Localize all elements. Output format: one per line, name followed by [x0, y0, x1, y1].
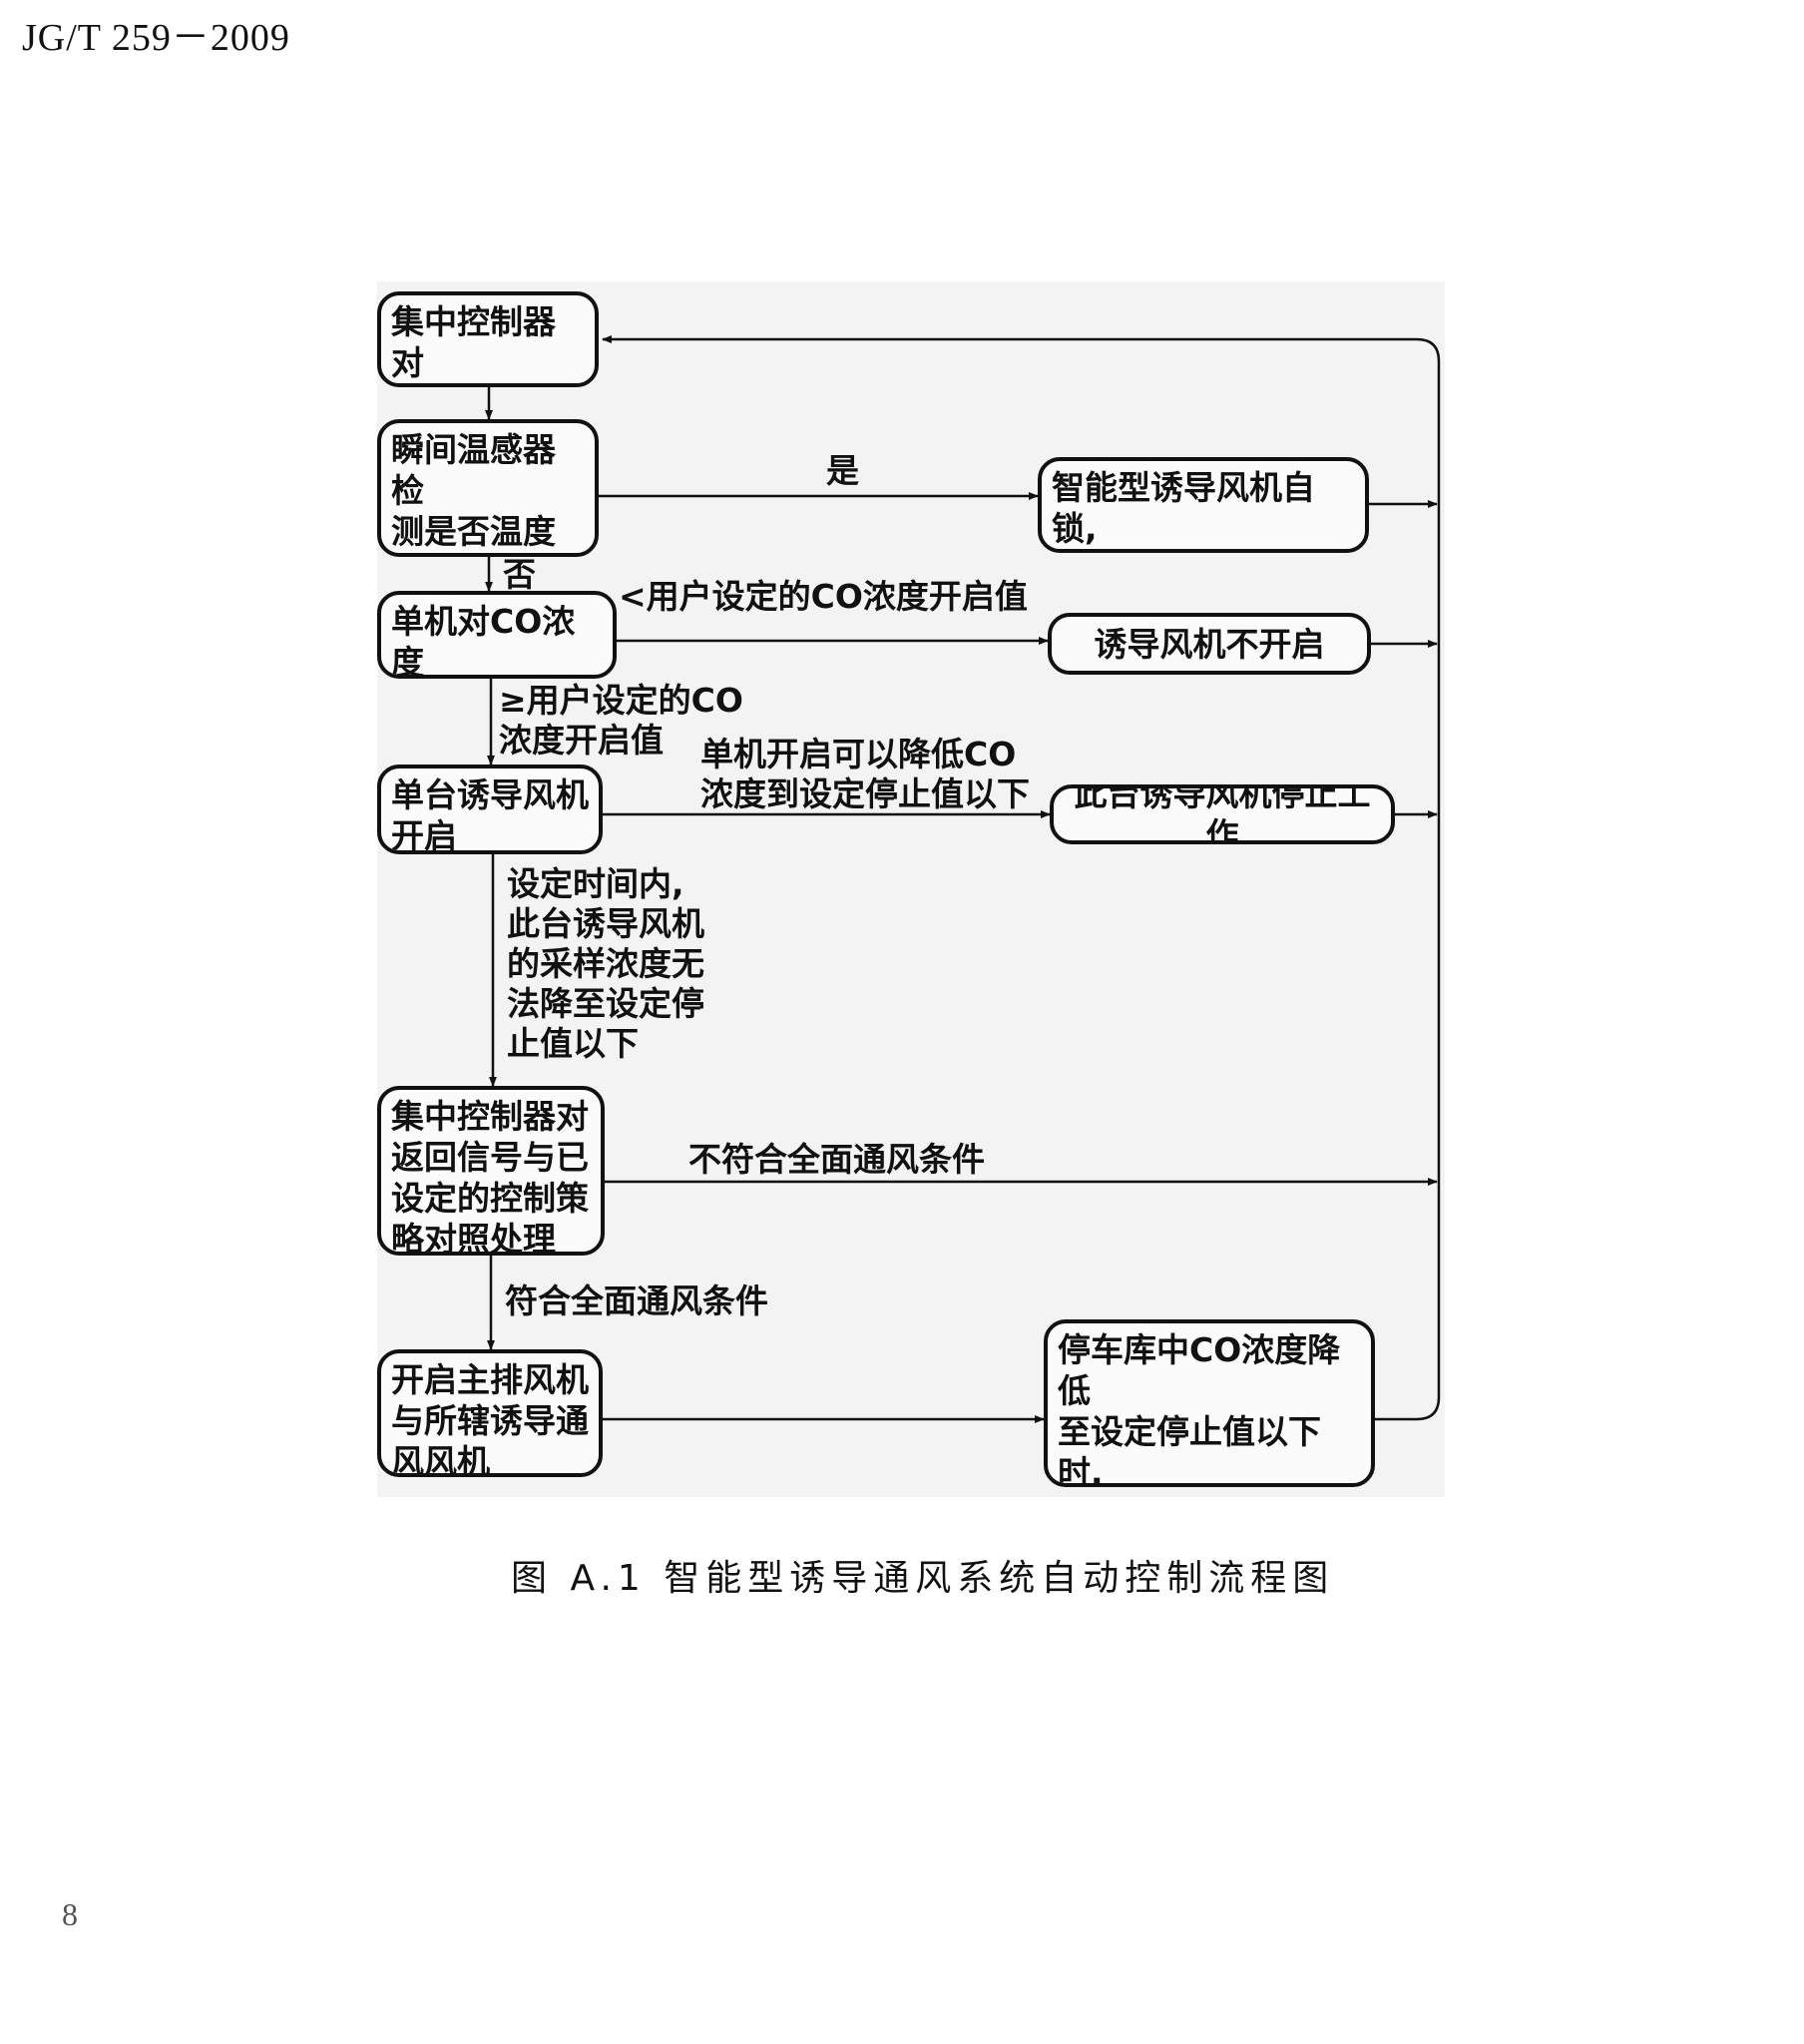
- node-main-on: 开启主排风机 与所辖诱导通 风风机: [377, 1349, 603, 1477]
- node-address: 集中控制器对 诱导风机寻址: [377, 291, 599, 387]
- node-self-lock: 智能型诱导风机自锁, 三十分钟后自动恢复: [1038, 457, 1369, 553]
- edge-label-can-reduce: 单机开启可以降低CO 浓度到设定停止值以下: [700, 735, 1030, 813]
- edge-label-no: 否: [503, 555, 536, 594]
- node-co-sample: 单机对CO浓度 进行采样: [377, 591, 617, 679]
- edge-label-below-threshold: <用户设定的CO浓度开启值: [619, 577, 1028, 616]
- edge-label-meet: 符合全面通风条件: [505, 1281, 768, 1320]
- page-number: 8: [62, 1896, 78, 1932]
- node-single-on: 单台诱导风机 开启: [377, 765, 603, 854]
- edge-label-not-meet: 不符合全面通风条件: [688, 1140, 985, 1179]
- return-bus: [602, 335, 1441, 1421]
- node-main-stop: 停车库中CO浓度降低 至设定停止值以下时, 主排风机与诱导风机 停止工作: [1044, 1319, 1375, 1487]
- standard-code: JG/T 259－2009: [22, 17, 290, 59]
- edge-label-cannot-reduce: 设定时间内, 此台诱导风机 的采样浓度无 法降至设定停 止值以下: [507, 864, 704, 1063]
- edge-label-yes: 是: [826, 451, 859, 490]
- node-compare: 集中控制器对 返回信号与已 设定的控制策 略对照处理: [377, 1086, 605, 1256]
- node-fan-off: 诱导风机不开启: [1048, 613, 1371, 675]
- node-single-stop: 此台诱导风机停止工作: [1050, 784, 1395, 844]
- edge-label-above-threshold: ≥用户设定的CO 浓度开启值: [499, 681, 743, 760]
- node-temp-check: 瞬间温感器检 测是否温度 异常: [377, 419, 599, 557]
- figure-caption: 图 A.1 智能型诱导通风系统自动控制流程图: [511, 1558, 1335, 1599]
